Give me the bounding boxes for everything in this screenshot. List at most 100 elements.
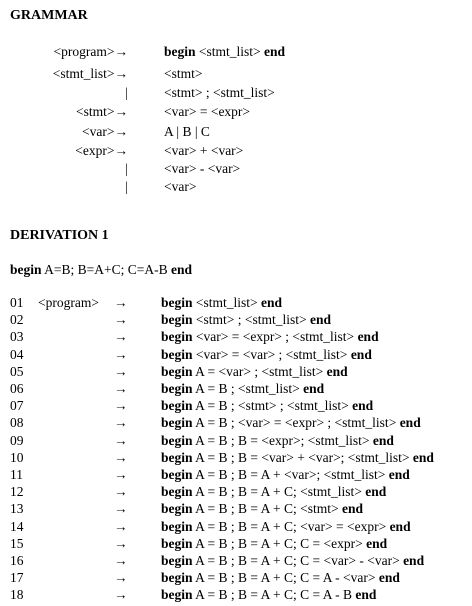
step-number: 11 [10,467,23,482]
grammar-rule-lhs: <program>→ [53,44,128,59]
derivation-step: begin A = B ; B = A + C; C = <expr> end [161,536,387,552]
keyword: begin [161,295,193,310]
derivation-step: begin A = B ; B = A + <var>; <stmt_list>… [161,467,410,483]
keyword: end [326,363,348,379]
keyword: begin [161,535,193,551]
grammar-rule-lhs: | [125,161,128,176]
grammar-rule-rhs: A | B | C [164,124,210,140]
derives-arrow-icon: → [114,467,128,482]
grammar-rule-lhs: | [125,85,128,100]
derivation-step: begin A = <var> ; <stmt_list> end [161,364,348,380]
production-text: A = B ; <var> = <expr> ; <stmt_list> [192,415,400,431]
step-number: 05 [10,363,24,379]
keyword: end [171,262,193,277]
production-text: A = B ; B = A + C; C = <expr> [192,535,367,551]
grammar-rule-rhs: <var> = <expr> [164,104,250,120]
step-number: 04 [10,346,24,362]
step-number: 16 [10,553,24,568]
derives-arrow-icon: → [114,535,128,551]
keyword: end [357,329,379,345]
keyword: begin [161,432,193,448]
keyword: end [365,484,387,500]
grammar-rule-rhs: <stmt> [164,66,202,82]
derivation-step: begin A = B ; B = A + C; C = <var> - <va… [161,553,424,569]
keyword: begin [161,518,193,534]
derives-arrow-icon: → [114,398,128,414]
production-text: <var> + <var> [164,143,244,158]
derives-arrow-icon: → [114,553,128,568]
production-text: A = B ; B = <var> + <var>; <stmt_list> [192,449,413,465]
derivation-step: begin A = B ; B = A + C; C = A - <var> e… [161,570,400,586]
keyword: end [372,432,394,448]
keyword: end [350,346,372,362]
step-number: 07 [10,398,24,414]
derivation-heading: DERIVATION 1 [10,228,109,243]
keyword: begin [161,449,193,465]
production-text: <stmt> ; <stmt_list> [192,312,310,328]
production-text: A = B ; B = A + C; C = A - <var> [192,570,379,586]
derives-arrow-icon: → [114,346,128,362]
keyword: begin [161,484,193,500]
production-text: <var> = <expr> [164,104,251,119]
production-text: <stmt_list> [195,44,265,59]
production-text: A = B ; B = A + C; <var> = <expr> [192,518,390,534]
keyword: begin [161,553,193,568]
derivation-step: begin A = B ; B = A + C; <stmt> end [161,501,363,517]
grammar-rule-lhs: | [125,179,128,194]
production-text: A = B ; B = <expr>; <stmt_list> [192,432,373,448]
step-number: 06 [10,381,24,396]
production-text: A = B ; <stmt> ; <stmt_list> [192,398,353,414]
step-number: 17 [10,570,24,586]
grammar-rule-lhs: <var>→ [82,124,128,139]
keyword: end [366,535,388,551]
derives-arrow-icon: → [114,587,128,603]
derives-arrow-icon: → [114,329,128,345]
derives-arrow-icon: → [114,381,128,396]
production-text: A=B; B=A+C; C=A-B [41,262,171,277]
derives-arrow-icon: → [114,312,128,328]
keyword: end [389,518,411,534]
production-text: A = B ; B = A + C; <stmt> [192,501,342,517]
keyword: begin [161,501,193,517]
derives-arrow-icon: → [114,295,128,310]
derives-arrow-icon: → [114,449,128,465]
derives-arrow-icon: → [114,363,128,379]
derivation-step: begin <var> = <expr> ; <stmt_list> end [161,329,379,345]
derives-arrow-icon: → [114,415,128,431]
keyword: begin [161,570,193,586]
derivation-step: begin A = B ; <stmt_list> end [161,381,324,397]
derivation-step: begin A = B ; B = A + C; C = A - B end [161,587,376,603]
keyword: end [378,570,400,586]
production-text: A = B ; B = A + C; <stmt_list> [192,484,366,500]
derives-arrow-icon: → [114,501,128,517]
keyword: end [261,295,283,310]
keyword: end [412,449,434,465]
step-number: 18 [10,587,24,603]
production-text: <stmt_list> [192,295,262,310]
derives-arrow-icon: → [114,484,128,500]
step-number: 08 [10,415,24,431]
derives-arrow-icon: → [114,570,128,586]
keyword: end [403,553,425,568]
production-text: <var> = <var> ; <stmt_list> [192,346,351,362]
keyword: end [303,381,325,396]
keyword: begin [161,415,193,431]
grammar-rule-rhs: <var> - <var> [164,161,240,177]
keyword: end [342,501,364,517]
derivation-step: begin <var> = <var> ; <stmt_list> end [161,347,372,363]
keyword: end [352,398,374,414]
keyword: begin [161,587,193,603]
step-number: 09 [10,432,24,448]
step-number: 15 [10,535,24,551]
derives-arrow-icon: → [114,432,128,448]
derivation-step: begin <stmt> ; <stmt_list> end [161,312,331,328]
derivation-step: begin A = B ; B = <expr>; <stmt_list> en… [161,433,394,449]
production-text: <stmt> [164,66,203,81]
production-text: A = B ; B = A + <var>; <stmt_list> [192,467,389,482]
keyword: end [264,44,286,59]
start-symbol: <program> [38,295,99,310]
production-text: <var> = <expr> ; <stmt_list> [192,329,358,345]
keyword: end [399,415,421,431]
production-text: <stmt> ; <stmt_list> [164,85,275,100]
production-text: <var> [164,179,197,194]
